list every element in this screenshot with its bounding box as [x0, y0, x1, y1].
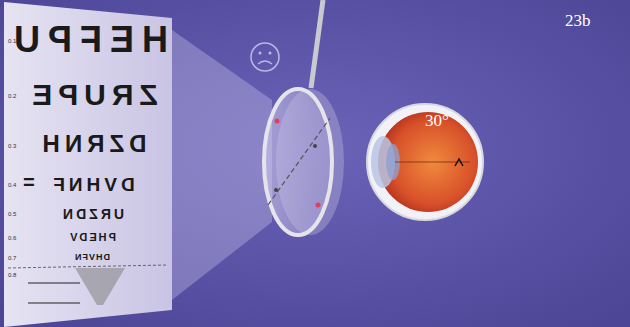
chart-row: DVHNF: [40, 175, 144, 194]
retina: [378, 112, 478, 212]
axis-line: [268, 118, 330, 205]
sad-face: [251, 43, 279, 71]
trial-lens: [264, 89, 332, 235]
chart-symbol: =: [22, 172, 36, 192]
image-on-retina: [455, 159, 463, 166]
light-beam: [172, 30, 272, 300]
chart-row: DZRNH: [32, 132, 152, 156]
row-number: 0.1: [8, 38, 22, 44]
row-number: 0.8: [8, 272, 22, 278]
lens-mark: [275, 119, 280, 124]
chart-row: URZDN: [50, 207, 134, 221]
row-number: 0.7: [8, 255, 22, 261]
lens-mark: [274, 188, 278, 192]
dashed-line: [8, 265, 168, 268]
chart-line: [28, 283, 80, 284]
small-rows: [75, 268, 125, 305]
row-number: 0.3: [8, 143, 22, 149]
row-number: 0.6: [8, 235, 22, 241]
lens-mark: [313, 144, 317, 148]
sad-face-eye: [259, 52, 262, 55]
lens-mark: [316, 203, 321, 208]
row-number: 0.4: [8, 182, 22, 188]
figure-number: 23b: [565, 12, 615, 29]
sad-face-mouth: [258, 61, 272, 64]
row-number: 0.2: [8, 93, 22, 99]
eye-chart-panel: [4, 2, 172, 327]
optic-axis: [395, 162, 470, 163]
sad-face-eye: [269, 52, 272, 55]
chart-row: ZRUPE: [24, 80, 160, 110]
chart-row: DHVFN: [63, 253, 121, 262]
chart-row: HEFPU: [18, 22, 168, 58]
chart-line: [28, 303, 80, 304]
eyeball: [367, 104, 483, 220]
lens-handle: [311, 0, 323, 88]
angle-label: 30°: [425, 112, 465, 129]
chart-row: PHEDV: [57, 232, 127, 243]
row-number: 0.5: [8, 211, 22, 217]
